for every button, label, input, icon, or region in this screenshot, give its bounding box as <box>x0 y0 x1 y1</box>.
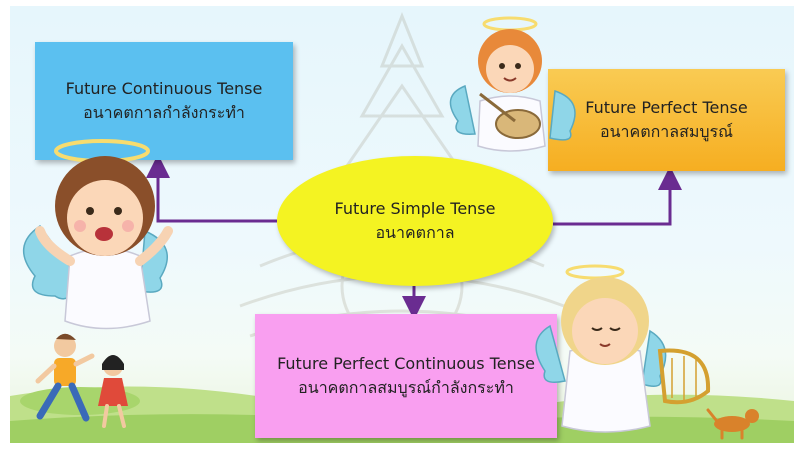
future-simple-title: Future Simple Tense <box>334 199 496 218</box>
diagram-canvas: Future Continuous Tense อนาคตกาลกำลังกระ… <box>10 6 794 443</box>
future-perfect-continuous-title: Future Perfect Continuous Tense <box>277 354 535 373</box>
future-simple-subtitle: อนาคตกาล <box>375 223 455 242</box>
future-perfect-continuous-box: Future Perfect Continuous Tense อนาคตกาล… <box>255 314 557 438</box>
future-perfect-box: Future Perfect Tense อนาคตกาลสมบูรณ์ <box>548 69 785 171</box>
future-continuous-box: Future Continuous Tense อนาคตกาลกำลังกระ… <box>35 42 293 160</box>
arrow-to-perfect <box>553 166 682 226</box>
arrow-to-continuous <box>146 154 277 223</box>
future-simple-ellipse: Future Simple Tense อนาคตกาล <box>277 156 553 286</box>
future-perfect-continuous-subtitle: อนาคตกาลสมบูรณ์กำลังกระทำ <box>298 378 514 397</box>
future-continuous-subtitle: อนาคตกาลกำลังกระทำ <box>83 103 245 122</box>
future-continuous-title: Future Continuous Tense <box>65 79 263 98</box>
future-perfect-subtitle: อนาคตกาลสมบูรณ์ <box>599 122 733 141</box>
future-perfect-title: Future Perfect Tense <box>585 98 748 117</box>
connector-arrows <box>146 154 682 320</box>
